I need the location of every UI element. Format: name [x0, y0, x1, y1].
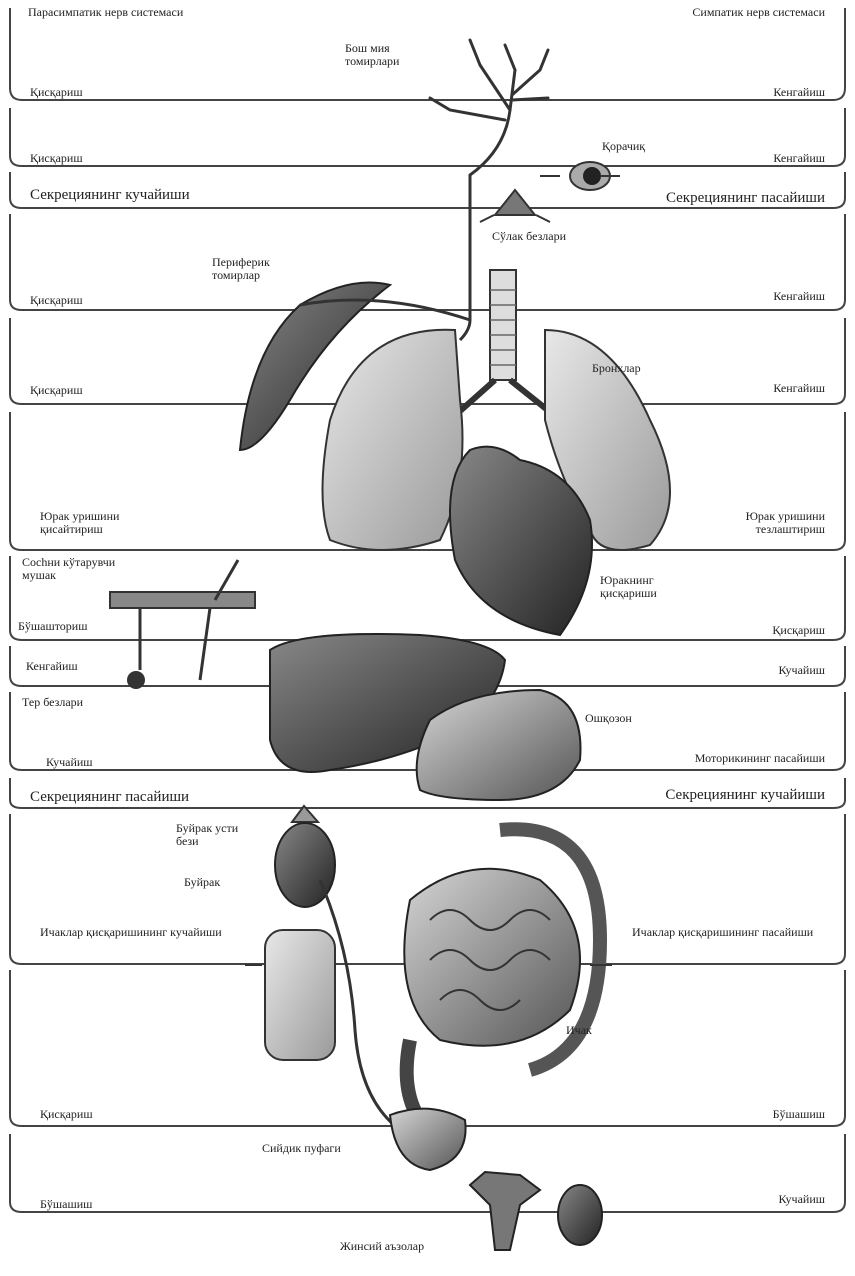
left-lung	[323, 330, 463, 550]
row-7-right: Қисқариш	[772, 624, 825, 637]
row-8-right: Кучайиш	[778, 664, 825, 677]
row-12-right: Бўшашиш	[773, 1108, 825, 1121]
skin-block	[110, 560, 255, 689]
label-kidney: Буйрак	[184, 876, 220, 889]
row-12-left: Қисқариш	[40, 1108, 93, 1121]
nerve-trunk	[460, 175, 470, 340]
label-heart: Юракнинг қисқариши	[600, 574, 700, 600]
row-5-left: Қисқариш	[30, 384, 83, 397]
label-stomach: Ошқозон	[585, 712, 632, 725]
bladder	[390, 1109, 466, 1170]
row-11-right: Ичаклар қисқаришининг пасайиши	[632, 926, 832, 939]
label-adrenal: Буйрак усти бези	[176, 822, 256, 848]
colon-left	[265, 930, 335, 1060]
label-genitals: Жинсий аъзолар	[340, 1240, 424, 1253]
row-10-left: Секрециянинг пасайиши	[30, 789, 189, 805]
row-6-left: Юрак уришини қисайтириш	[40, 510, 180, 536]
row-9-right: Моторикининг пасайиши	[695, 752, 825, 765]
row-8-left: Кенгайиш	[26, 660, 78, 673]
label-hair-muscle: Соchни кўтарувчи мушак	[22, 556, 122, 582]
row-5-right: Кенгайиш	[773, 382, 825, 395]
parasympathetic-title: Парасимпатик нерв системаси	[28, 6, 183, 19]
label-bladder: Сийдик пуфаги	[262, 1142, 341, 1155]
row-3-left: Секрециянинг кучайиши	[30, 187, 190, 203]
row-1-right: Кенгайиш	[773, 86, 825, 99]
label-sweat: Тер безлари	[22, 696, 83, 709]
row-3-right: Секрециянинг пасайиши	[666, 190, 825, 206]
row-2-right: Кенгайиш	[773, 152, 825, 165]
row-4-left: Қисқариш	[30, 294, 83, 307]
row-11-left: Ичаклар қисқаришининг кучайиши	[40, 926, 240, 939]
row-2-left: Қисқариш	[30, 152, 83, 165]
row-6-right: Юрак уришини тезлаштириш	[685, 510, 825, 536]
row-9-left: Кучайиш	[46, 756, 93, 769]
label-salivary: Сўлак безлари	[492, 230, 566, 243]
trachea	[450, 270, 560, 420]
row-4-right: Кенгайиш	[773, 290, 825, 303]
testis	[558, 1185, 602, 1245]
label-pupil: Қорачиқ	[602, 140, 645, 153]
row-13-left: Бўшашиш	[40, 1198, 92, 1211]
label-intestine: Ичак	[566, 1024, 592, 1037]
row-13-right: Кучайиш	[778, 1193, 825, 1206]
small-intestine	[404, 869, 580, 1046]
sympathetic-title: Симпатик нерв системаси	[692, 6, 825, 19]
label-bronchi: Бронхлар	[592, 362, 641, 375]
salivary-gland	[495, 190, 535, 215]
row-1-left: Қисқариш	[30, 86, 83, 99]
label-brain-vessels: Бош мия томирлари	[345, 42, 435, 68]
brain-vessels	[430, 40, 548, 175]
row-7-left: Бўшашториш	[18, 620, 87, 633]
row-10-right: Секрециянинг кучайиши	[665, 787, 825, 803]
label-peripheral: Периферик томирлар	[212, 256, 302, 282]
